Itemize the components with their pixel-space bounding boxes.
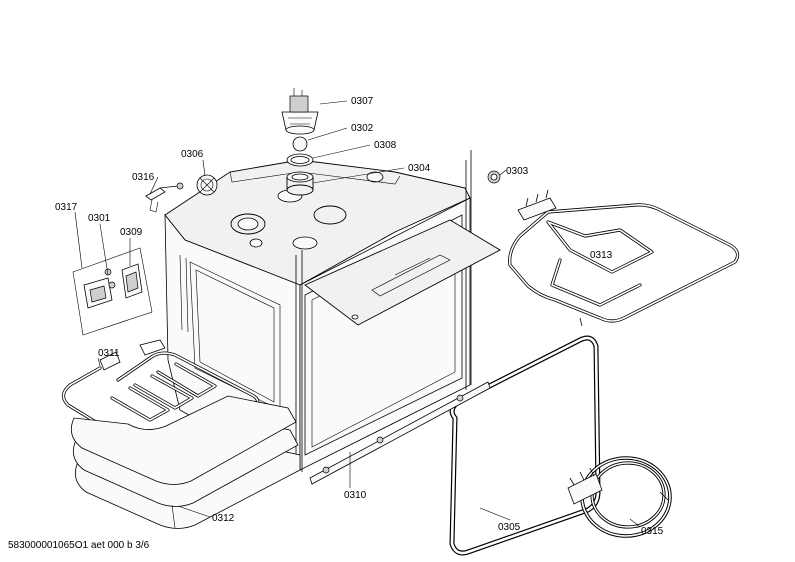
- subassembly-0317: [72, 247, 153, 336]
- callout-0310: 0310: [344, 490, 367, 501]
- callout-0311: 0311: [98, 348, 120, 359]
- callout-labels: 0307 0302 0308 0304 0306 0316 0303 0317 …: [55, 96, 664, 537]
- grill-element-0313: [508, 189, 740, 327]
- callout-0317: 0317: [55, 202, 78, 213]
- rail-0310: [309, 381, 491, 485]
- callout-0313: 0313: [590, 250, 613, 261]
- callout-0306: 0306: [181, 149, 204, 160]
- callout-0304: 0304: [408, 163, 431, 174]
- callout-0302: 0302: [351, 123, 374, 134]
- callout-0315: 0315: [641, 526, 664, 537]
- insulation-0312: [70, 395, 301, 529]
- leader-lines: [74, 100, 641, 528]
- document-reference: 583000001065O1 aet 000 b 3/6: [8, 540, 150, 551]
- callout-0308: 0308: [374, 140, 397, 151]
- ring-0308: [286, 153, 314, 167]
- callout-0301: 0301: [88, 213, 111, 224]
- deflector-panel: [304, 219, 501, 326]
- fan-assembly-0307: [281, 88, 319, 135]
- bulb-0302: [292, 136, 308, 152]
- ring-element-0315: [567, 456, 672, 538]
- collar-0304: [286, 171, 314, 196]
- callout-0305: 0305: [498, 522, 521, 533]
- callout-0312: 0312: [212, 513, 235, 524]
- callout-0307: 0307: [351, 96, 374, 107]
- callout-0309: 0309: [120, 227, 143, 238]
- bracket-0316: [145, 182, 184, 213]
- door-seal-0305: [449, 335, 601, 556]
- part-0303: [487, 170, 501, 184]
- part-0306: [196, 174, 218, 196]
- callout-0303: 0303: [506, 166, 529, 177]
- callout-0316: 0316: [132, 172, 155, 183]
